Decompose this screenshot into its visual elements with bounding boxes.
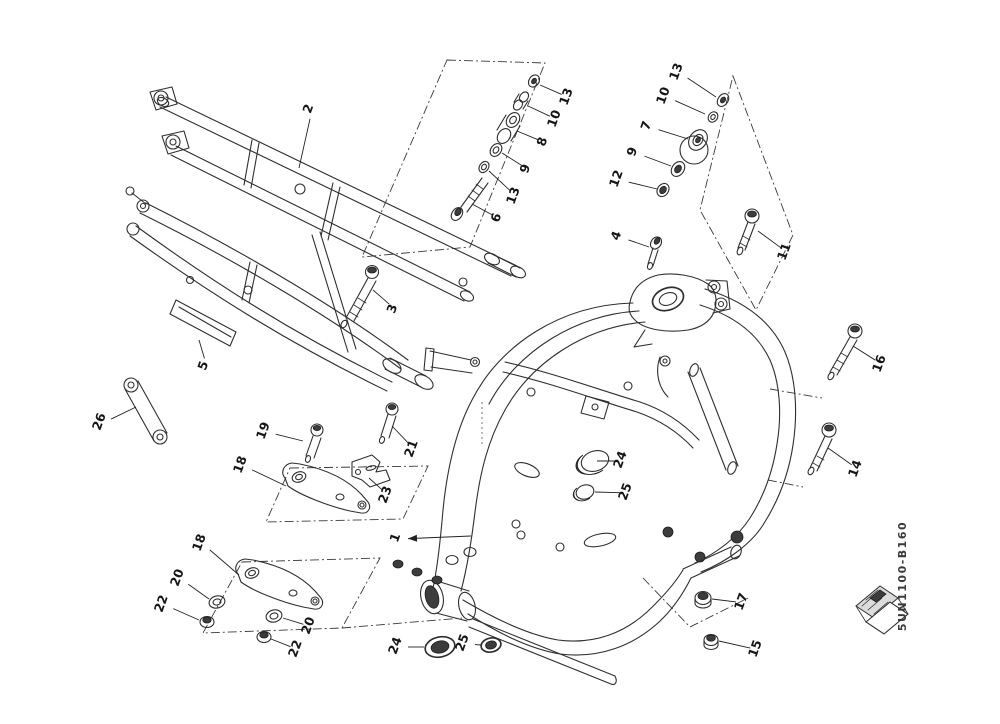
leader-line-23 [368,477,383,491]
part-bolt-11 [736,208,760,256]
part-seat-stay-assembly [125,186,468,392]
leader-line-18a [251,469,287,487]
leader-line-8 [516,130,538,140]
leader-line-3 [372,289,390,305]
arrowhead-1 [407,534,418,542]
callout-25b: 25 [452,632,472,653]
leader-line-16 [852,345,876,361]
callout-26: 26 [89,410,109,432]
callout-4: 4 [607,229,624,243]
leader-line-11 [757,230,782,249]
leader-line-22b [270,638,291,648]
leader-line-20b [282,617,304,625]
callout-13c: 13 [666,61,686,82]
leader-line-7 [658,129,689,140]
callout-24a: 24 [610,448,630,470]
leader-line-19 [275,433,304,442]
leader-line-13b [539,84,562,95]
callout-23: 23 [375,484,395,505]
callout-15: 15 [745,638,765,659]
leader-line-10a [527,105,551,117]
callout-1: 1 [386,531,403,544]
leader-line-25a [594,491,621,494]
part-rear-subframe [149,86,526,302]
callout-7: 7 [637,119,654,132]
leader-line-17 [711,598,737,603]
part-link-bar [123,377,168,445]
leader-line-26 [110,406,137,420]
leader-line-4 [628,239,650,248]
leader-line-10b [675,100,706,115]
figure-marker-icon [855,585,909,635]
callout-18b: 18 [189,532,209,553]
fastener-stack-right [656,93,730,198]
leader-line-18b [209,549,240,576]
leader-line-15 [718,640,751,649]
part-callouts: 2352661398101313107912411161417151918212… [89,61,889,659]
part-nut-15 [703,633,719,651]
part-bracket-upper [282,402,399,514]
callout-24b: 24 [385,634,405,656]
part-bolt-16 [827,323,863,381]
leader-line-20a [188,583,210,600]
callout-25a: 25 [615,481,635,502]
callout-2: 2 [299,102,316,115]
grouping-boxes [202,59,823,634]
leader-line-5 [198,339,205,359]
part-bolt-14 [807,422,837,476]
part-caps [424,450,610,659]
part-bracket-lower [199,558,324,644]
leader-line-21 [391,425,410,444]
callout-22b: 22 [285,638,305,659]
callout-13a: 13 [503,185,523,206]
callout-3: 3 [383,302,400,315]
callout-11: 11 [774,241,794,262]
callout-20b: 20 [298,614,318,636]
callout-21: 21 [401,438,421,459]
callout-8: 8 [533,135,550,148]
leader-line-6 [471,203,493,216]
part-bolt-4 [646,236,663,270]
callout-5: 5 [194,359,211,372]
callout-12: 12 [606,168,626,189]
leader-line-14 [827,447,852,466]
callout-22a: 22 [151,593,171,614]
callout-20a: 20 [167,566,187,588]
leader-line-9b [644,155,672,167]
leader-line-2 [298,118,311,169]
leader-line-22a [173,608,200,621]
leader-line-12 [628,181,658,190]
figure-part-code: 5UN1100-B160 [896,521,909,631]
fastener-stack-left [450,74,541,221]
leader-line-9a [501,152,522,166]
callout-14: 14 [845,457,865,479]
part-main-frame [392,273,797,686]
callout-6: 6 [487,211,504,225]
callout-19: 19 [253,420,273,441]
callout-10a: 10 [544,107,564,129]
part-nut-17 [694,590,712,609]
callout-9b: 9 [623,145,640,158]
callout-18a: 18 [230,454,250,475]
leader-line-13a [488,170,511,192]
callout-10b: 10 [653,84,673,106]
callout-17: 17 [731,591,751,612]
leader-line-13c [687,77,717,98]
leader-line-1 [407,535,472,540]
callout-13b: 13 [556,86,576,107]
callout-9a: 9 [516,162,533,175]
callout-16: 16 [869,352,889,374]
